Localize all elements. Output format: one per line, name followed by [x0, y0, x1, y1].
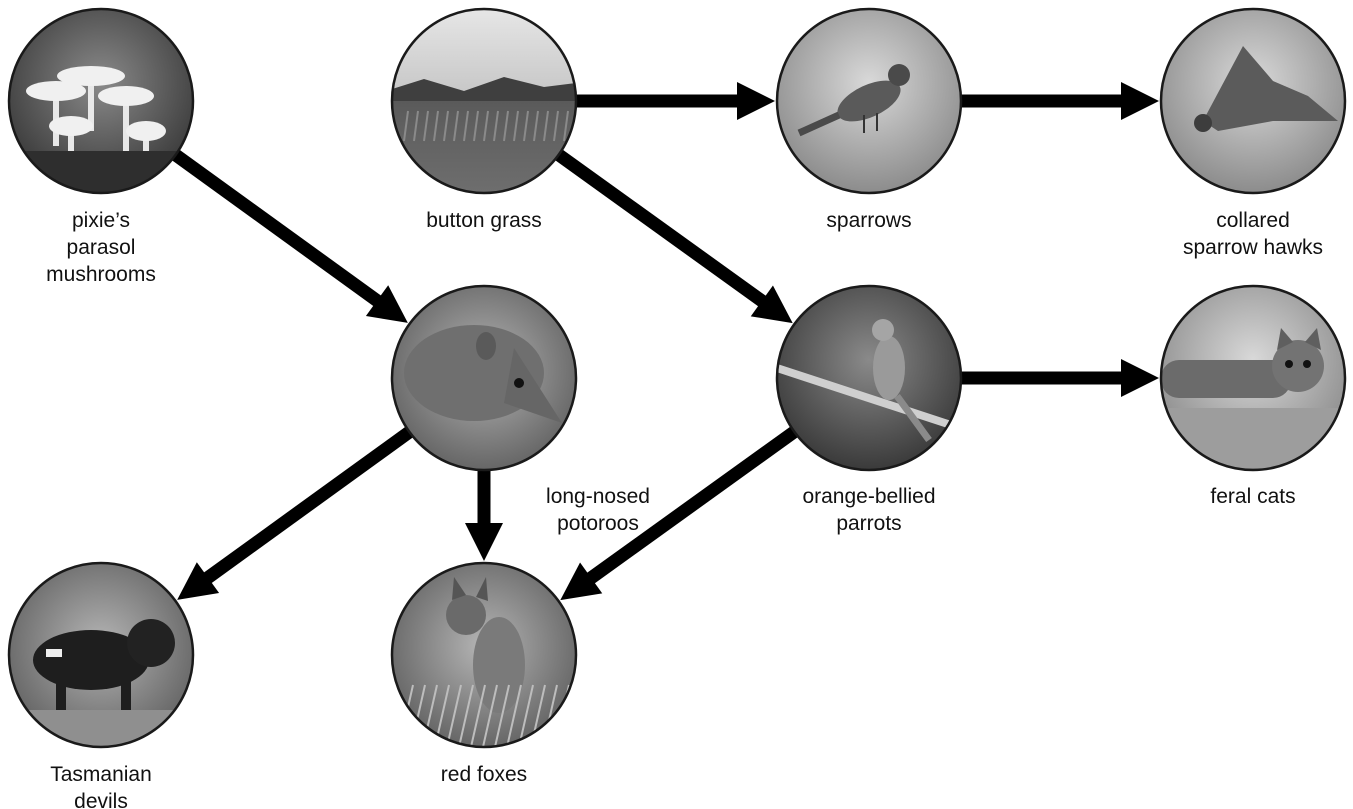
arrow-grass-to-parrots	[559, 155, 793, 323]
node-potoroos: long-nosed potoroos	[392, 286, 650, 535]
mushrooms-label-line: parasol	[67, 236, 136, 259]
node-devils: Tasmanian devils	[9, 563, 193, 809]
node-hawks: collared sparrow hawks	[1161, 9, 1345, 259]
mushrooms-label-line: mushrooms	[46, 263, 156, 286]
arrow-potoroos-to-devils	[177, 432, 409, 600]
foxes-label-line: red foxes	[441, 763, 527, 786]
arrow-sparrows-to-hawks	[961, 82, 1159, 120]
arrow-parrots-to-cats	[961, 359, 1159, 397]
node-cats: feral cats	[1161, 286, 1345, 508]
arrow-mushrooms-to-potoroos	[176, 155, 408, 323]
mushrooms-label-line: pixie’s	[72, 209, 130, 232]
grass-label-line: button grass	[426, 209, 542, 232]
node-mushrooms: pixie’s parasol mushrooms	[9, 9, 193, 286]
arrowhead	[1121, 82, 1159, 120]
arrow-grass-to-sparrows	[576, 82, 775, 120]
devils-label-line: Tasmanian	[50, 763, 152, 786]
node-sparrows: sparrows	[777, 9, 961, 232]
devils-label-line: devils	[74, 790, 128, 809]
arrow-shaft	[206, 432, 409, 579]
foxes-label: red foxes	[441, 763, 527, 786]
arrow-shaft	[559, 155, 764, 302]
potoroos-label-line: long-nosed	[546, 485, 650, 508]
grass-label: button grass	[426, 209, 542, 232]
arrowhead	[737, 82, 775, 120]
arrowhead	[465, 523, 503, 561]
hawks-label: collared sparrow hawks	[1183, 209, 1323, 259]
node-grass: button grass	[392, 9, 576, 232]
arrow-potoroos-to-foxes	[465, 470, 503, 561]
sparrows-label: sparrows	[826, 209, 911, 232]
parrots-label-line: parrots	[836, 512, 901, 535]
mushrooms-label: pixie’s parasol mushrooms	[46, 209, 156, 286]
hawks-label-line: collared	[1216, 209, 1290, 232]
arrowhead	[1121, 359, 1159, 397]
cats-label-line: feral cats	[1210, 485, 1295, 508]
node-foxes: red foxes	[392, 563, 581, 786]
node-parrots: orange-bellied parrots	[777, 286, 961, 535]
devils-label: Tasmanian devils	[50, 763, 152, 809]
potoroos-label-line: potoroos	[557, 512, 639, 535]
hawks-label-line: sparrow hawks	[1183, 236, 1323, 259]
arrow-shaft	[176, 155, 379, 302]
cats-label: feral cats	[1210, 485, 1295, 508]
sparrows-label-line: sparrows	[826, 209, 911, 232]
parrots-label: orange-bellied parrots	[802, 485, 935, 535]
potoroos-label: long-nosed potoroos	[546, 485, 650, 535]
parrots-label-line: orange-bellied	[802, 485, 935, 508]
